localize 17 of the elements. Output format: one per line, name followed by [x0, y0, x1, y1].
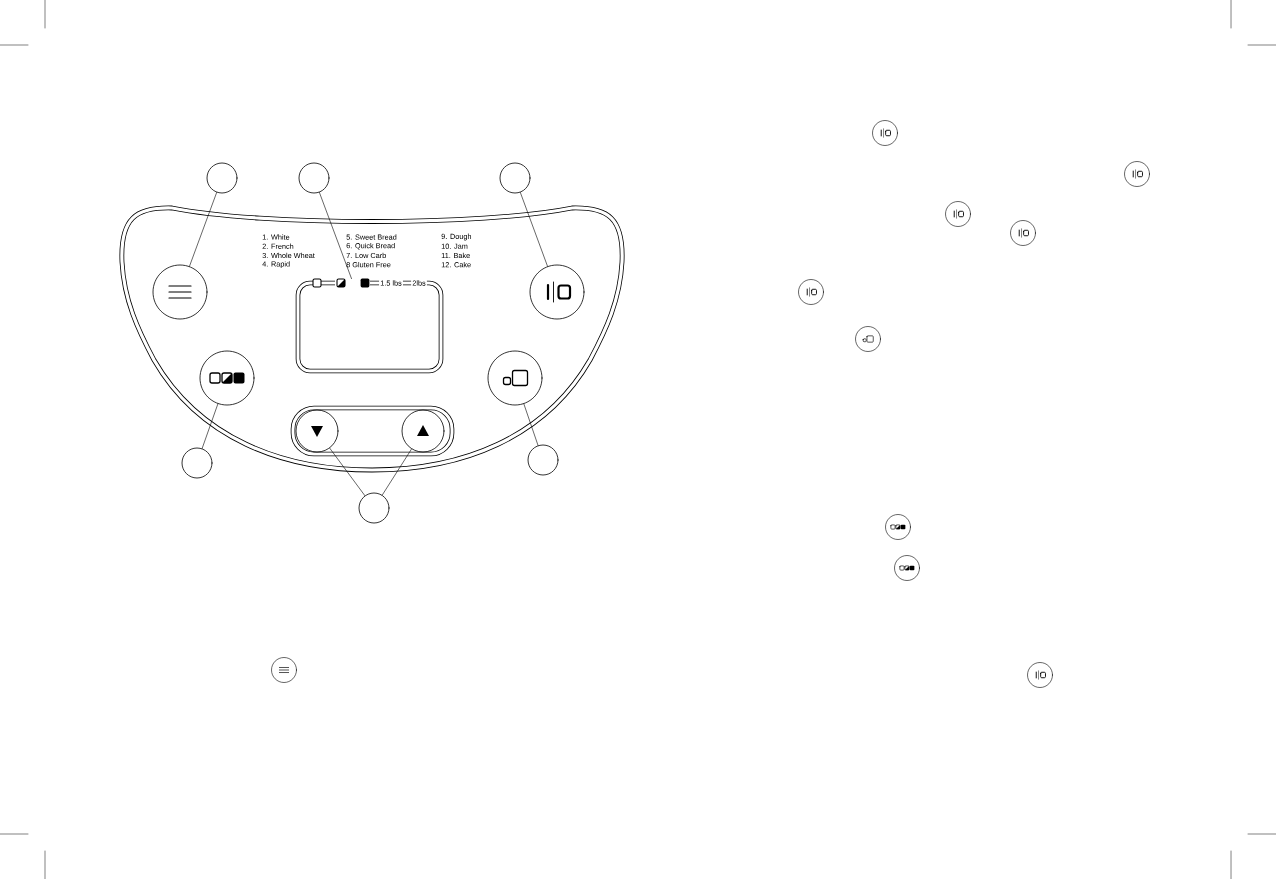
callout-circle	[298, 162, 330, 194]
callout-circle	[181, 447, 213, 479]
leader-line	[189, 192, 217, 267]
display-screen	[295, 280, 444, 374]
button-circle	[295, 409, 339, 453]
button-circle	[487, 350, 543, 406]
callout-circle	[206, 162, 238, 194]
button-circle	[401, 409, 445, 453]
button-circle	[529, 264, 585, 320]
leader-line	[201, 403, 219, 449]
leader-line	[520, 192, 548, 267]
button-circle	[152, 264, 208, 320]
leader-line	[523, 403, 539, 446]
callout-circle	[358, 492, 390, 524]
callout-circle	[499, 162, 531, 194]
button-circle	[199, 350, 255, 406]
callout-circle	[527, 444, 559, 476]
